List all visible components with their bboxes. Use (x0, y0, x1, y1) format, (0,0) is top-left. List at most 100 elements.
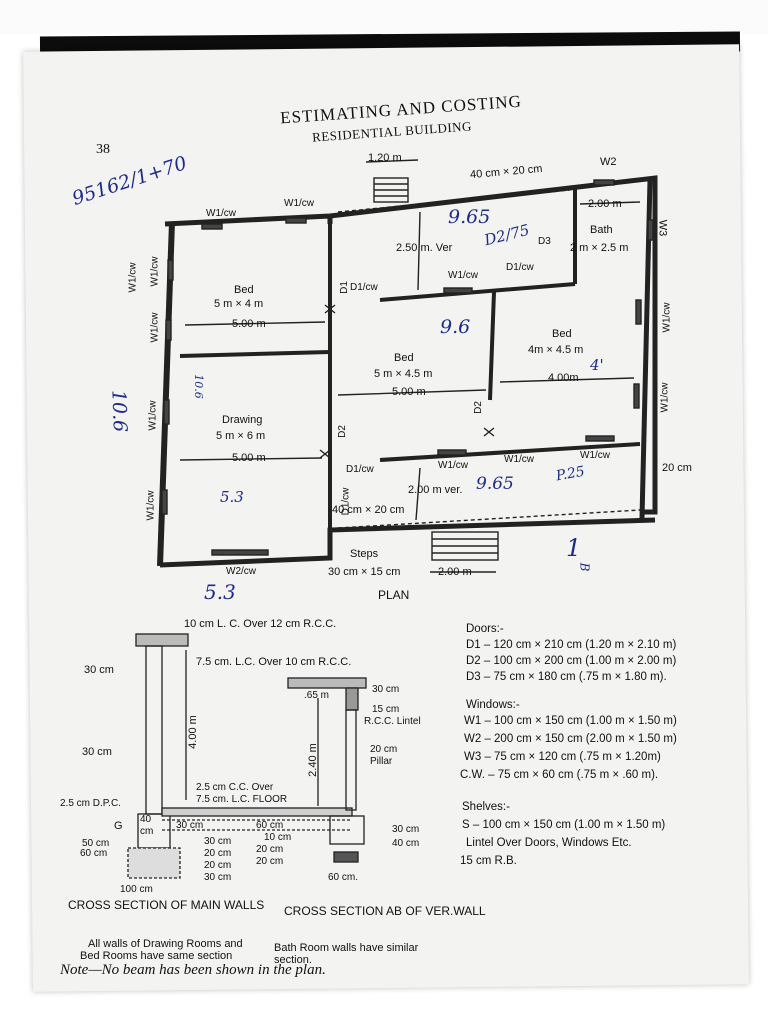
plan-drawing-size: 5 m × 6 m (216, 430, 266, 442)
plan-bed1-size: 5 m × 4 m (214, 298, 264, 310)
handwritten-bed-note: 4' (590, 356, 604, 374)
plan-wall-bed2-bottom (379, 442, 641, 462)
plan-window-lower-mid: W1/cw (504, 454, 534, 465)
section-ver-step-10: 10 cm (264, 832, 292, 843)
handwritten-bottom-left: 5.3 (204, 580, 236, 604)
plan-window-w2-top: W2 (600, 156, 617, 168)
dim-ver-top (417, 211, 421, 291)
section-ver-step-60: 60 cm (256, 820, 284, 831)
specs-rb: 15 cm R.B. (460, 855, 517, 867)
dim-bath (579, 201, 641, 205)
plan-steps-size: 30 cm × 15 cm (328, 566, 401, 578)
plan-window-mid: W1/cw (448, 270, 478, 281)
plan-steps-width: 2.00 m (438, 566, 472, 578)
dim-top-steps (365, 159, 419, 163)
section-main-top-label: 10 cm L. C. Over 12 cm R.C.C. (184, 618, 337, 630)
section-ver-65: .65 m (304, 690, 330, 701)
section-main-width: 100 cm (120, 884, 153, 895)
specs-door-d2: D2 – 100 cm × 200 cm (1.00 m × 2.00 m) (466, 655, 677, 667)
section-main-step-30b: 30 cm (204, 836, 232, 847)
section-main-step-30c: 30 cm (204, 872, 232, 883)
plan-door-d3: D3 (538, 236, 551, 247)
main-wall-roof (135, 633, 189, 647)
main-wall-footing (127, 847, 181, 879)
plan-bath-width: 2.00 m (588, 198, 622, 210)
plan-steps-label: Steps (350, 548, 379, 560)
section-ver-pillar-20: 20 cm (370, 744, 398, 755)
specs-window-w2: W2 – 200 cm × 150 cm (2.00 m × 1.50 m) (464, 733, 677, 745)
handwritten-width-top: 9.65 (448, 206, 491, 228)
plan-window-bottom: W2/cw (226, 566, 256, 577)
section-main-floor: 7.5 cm. L.C. FLOOR (196, 794, 288, 805)
plan-verandah-top (337, 189, 571, 213)
specs-windows-title: Windows:- (466, 699, 520, 711)
plan-drawing-name: Drawing (222, 414, 263, 426)
section-main-step-20: 20 cm (204, 848, 232, 859)
footer-note-left-2: Bed Rooms have same section (80, 950, 233, 962)
plan-drawing-length: 5.00 m (232, 452, 266, 464)
plan-caption: PLAN (378, 588, 410, 602)
dim-bed3 (499, 377, 635, 383)
plan-bed1-length: 5.00 m (232, 318, 266, 330)
footer-note: Note—No beam has been shown in the plan. (60, 962, 326, 978)
section-main-30cm-mid: 30 cm (82, 746, 112, 758)
plan-wall-center-right (488, 291, 496, 401)
page-number: 38 (96, 142, 110, 157)
plan-pillar-bottom: 40 cm × 20 cm (332, 504, 405, 516)
ver-wall-pillar (345, 709, 357, 811)
section-main-height: 4.00 m (186, 715, 199, 749)
plan-bed2-length: 5.00 m (392, 386, 426, 398)
section-main-30cm-top: 30 cm (84, 664, 114, 676)
plan-verandah-bottom (337, 509, 641, 529)
main-wall-body (145, 645, 163, 815)
plan-verandah-top: 2.50 m. Ver (396, 242, 453, 254)
section-ver-step-20a: 20 cm (256, 844, 284, 855)
specs-lintel: Lintel Over Doors, Windows Etc. (466, 837, 632, 849)
section-ver-top-label: 7.5 cm. L.C. Over 10 cm R.C.C. (196, 656, 352, 668)
handwritten-width-bottom: 9.65 (476, 474, 514, 494)
footer-note-right-2: section. (274, 954, 312, 966)
section-main-step-30: 30 cm (176, 820, 204, 831)
dim-ver-bottom (415, 467, 421, 521)
plan-bed1-name: Bed (234, 284, 254, 296)
plan-window-top-1: W1/cw (206, 208, 236, 219)
section-ver-lintel-30: 30 cm (372, 684, 400, 695)
specs-door-d3: D3 – 75 cm × 180 cm (.75 m × 1.80 m). (466, 671, 667, 683)
plan-wall-bed1-drawing (179, 350, 331, 358)
plan-bath-name: Bath (590, 224, 613, 236)
specs-shelves-title: Shelves:- (462, 801, 510, 813)
ver-wall-footing (333, 851, 359, 863)
plan-window-lower-right: W1/cw (580, 450, 610, 461)
section-ver-right-30: 30 cm (392, 824, 420, 835)
plan-window-top-2: W1/cw (284, 198, 314, 209)
specs-doors-title: Doors:- (466, 623, 504, 635)
scan-top-margin (0, 0, 768, 34)
plan-bed2-name: Bed (394, 352, 414, 364)
section-main-caption: CROSS SECTION OF MAIN WALLS (68, 898, 265, 912)
section-ver-height: 2.40 m (306, 743, 319, 777)
specs-door-d1: D1 – 120 cm × 210 cm (1.20 m × 2.10 m) (466, 639, 677, 651)
plan-wall-bed2-top (379, 282, 576, 302)
plan-verandah-top-width: 1.20 m (368, 152, 402, 164)
handwritten-side-mark: 1 (566, 534, 582, 562)
plan-bed3-size: 4m × 4.5 m (528, 344, 584, 356)
plan-door-d1cw-a: D1/cw (350, 282, 378, 293)
dim-bed1 (184, 321, 326, 326)
section-ver-step-20b: 20 cm (256, 856, 284, 867)
section-ver-caption: CROSS SECTION AB OF VER.WALL (284, 904, 486, 918)
section-main-g40: 40 (140, 814, 152, 825)
section-main-depth-60: 60 cm (80, 848, 108, 859)
plan-bath-size: 2 m × 2.5 m (570, 242, 629, 254)
floor-slab (161, 807, 353, 817)
plan-right-20cm: 20 cm (662, 462, 692, 474)
section-main-cc: 2.5 cm C.C. Over (196, 782, 274, 793)
section-main-step-20b: 20 cm (204, 860, 232, 871)
section-main-gcm: cm (140, 826, 154, 837)
plan-verandah-bottom: 2.00 m ver. (408, 484, 463, 496)
ver-wall-base (329, 815, 365, 845)
plan-bed3-name: Bed (552, 328, 572, 340)
plan-door-d1cw-c: D1/cw (346, 464, 374, 475)
specs-window-w1: W1 – 100 cm × 150 cm (1.00 m × 1.50 m) (464, 715, 677, 727)
